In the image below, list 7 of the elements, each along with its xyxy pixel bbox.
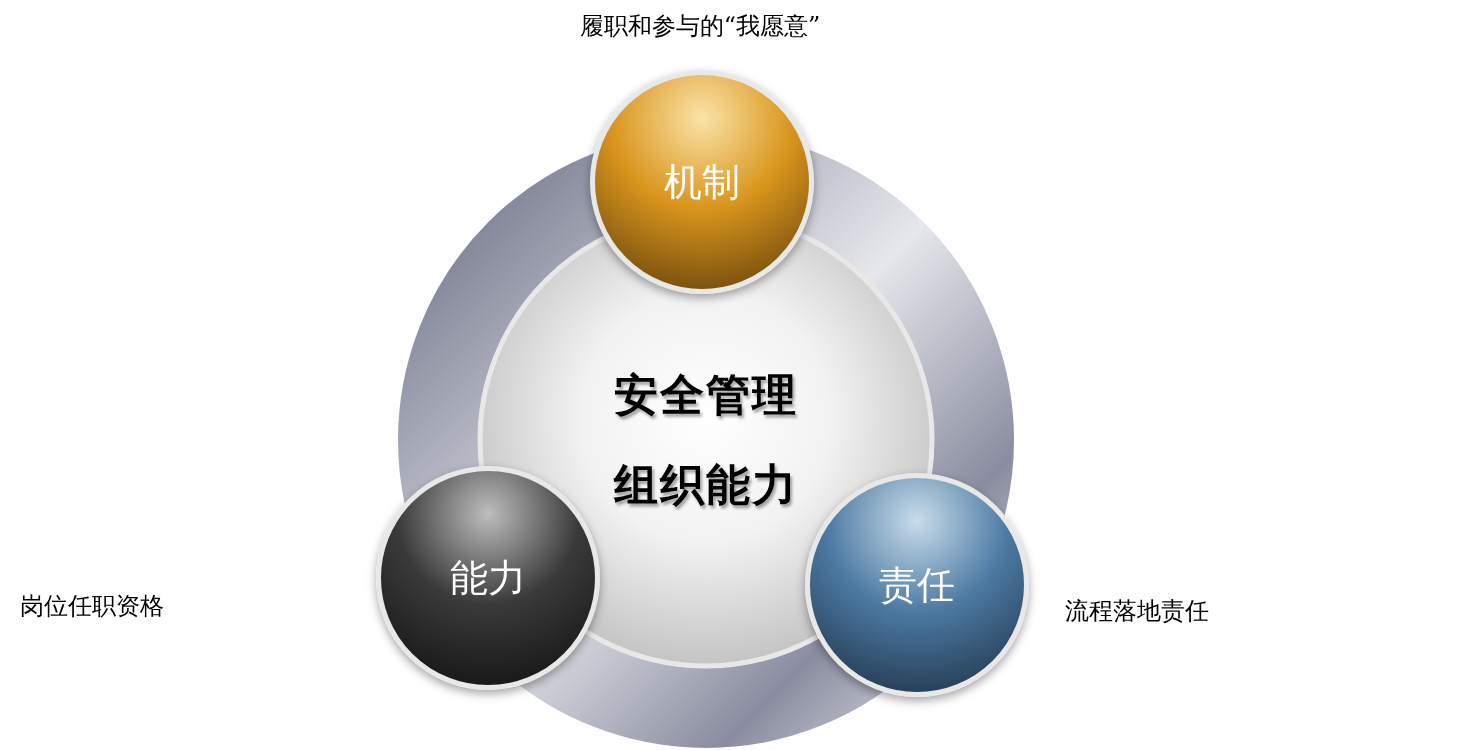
caption-text: 岗位任职资格 xyxy=(20,591,164,622)
caption-text: 流程落地责任 xyxy=(1065,596,1209,627)
node-label: 安全管理组织能力 xyxy=(612,368,799,512)
node-label: 责任 xyxy=(879,561,955,609)
caption-text: 履职和参与的“我愿意” xyxy=(579,11,821,42)
node-label: 机制 xyxy=(664,158,740,206)
node-label: 能力 xyxy=(450,554,526,602)
